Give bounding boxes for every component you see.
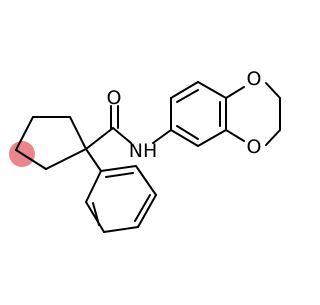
bond-phenyl-inner-3	[92, 202, 100, 226]
bond-aryl-inner-1	[176, 89, 199, 103]
atom-label-carbonyl-oxygen: O	[107, 87, 122, 109]
bond-aryl-5	[197, 129, 227, 147]
bond-aryl-3	[197, 81, 227, 99]
bond-aryl-inner-3	[176, 125, 199, 140]
bond-phenyl-1	[100, 165, 137, 172]
bond-cq-phenyl	[85, 148, 102, 172]
molecule-drawing: O NH O O	[9, 68, 281, 233]
bond-aryl-2	[170, 81, 199, 99]
bond-cq-carbonyl	[85, 127, 114, 150]
bonds	[15, 81, 281, 233]
bond-carbonyl-nitrogen	[112, 127, 132, 144]
bond-phenyl-4	[103, 226, 139, 233]
bond-phenyl-inner-1	[105, 172, 134, 178]
atom-label-ether-oxygen-lower: O	[247, 136, 262, 158]
bond-phenyl-inner-2	[134, 194, 151, 222]
bond-cyclopentane-1	[69, 116, 87, 150]
bond-phenyl-6	[85, 170, 102, 203]
bond-phenyl-2	[135, 165, 157, 196]
bond-cyclopentane-3	[15, 116, 34, 151]
bond-phenyl-5	[85, 201, 105, 233]
bond-cyclopentane-5	[45, 148, 87, 170]
bond-dioxane-1	[225, 86, 245, 99]
structure-canvas: O NH O O	[9, 68, 281, 233]
bond-dioxane-2	[265, 82, 281, 99]
bond-dioxane-5	[225, 129, 245, 142]
bond-dioxane-4	[265, 129, 281, 146]
bond-nitrogen-aryl	[152, 129, 172, 144]
bond-cyclopentane-4	[15, 149, 47, 170]
bond-aryl-6	[170, 129, 199, 147]
atom-label-ether-oxygen-upper: O	[247, 68, 262, 90]
atom-label-amide-nitrogen: NH	[129, 140, 158, 162]
bond-phenyl-3	[137, 194, 157, 228]
